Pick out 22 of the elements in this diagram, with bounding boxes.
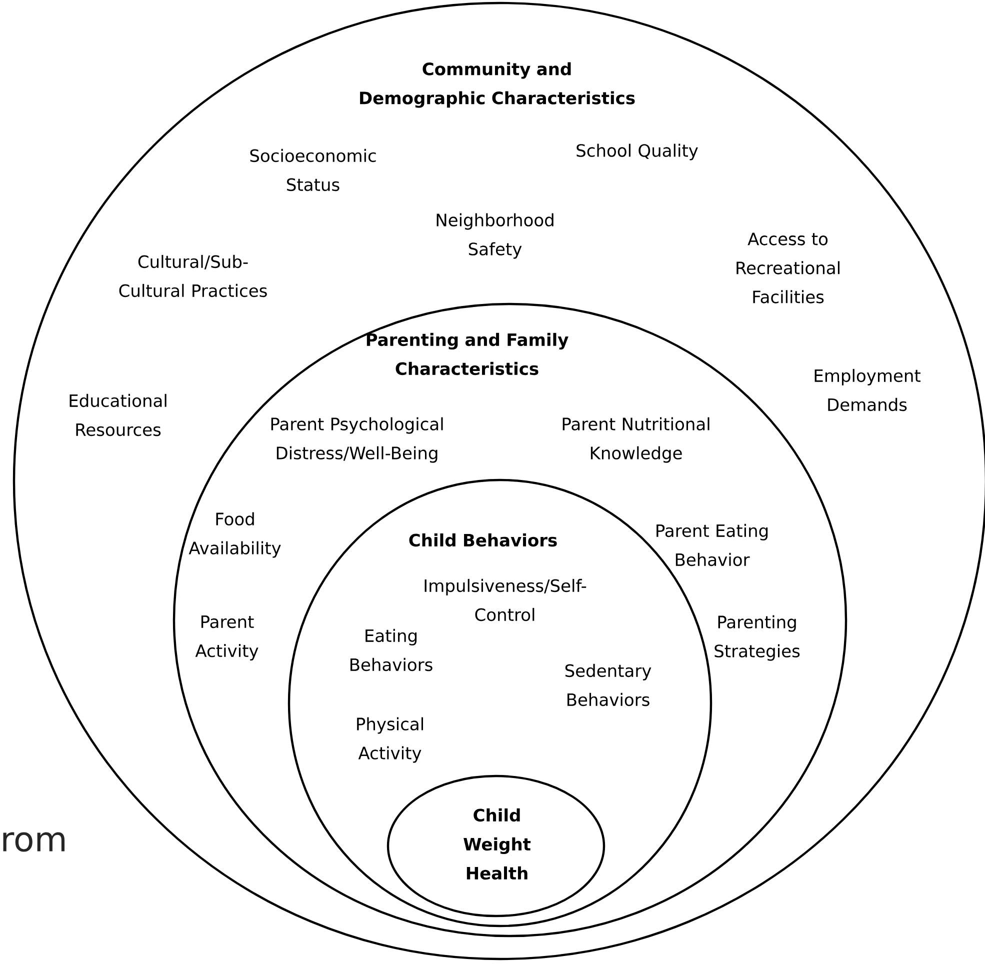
factor-label: Eating Behaviors — [350, 628, 432, 672]
cropped-text: rom — [3, 832, 64, 852]
factor-label: Parent Activity — [195, 616, 258, 660]
group-heading: Child Behaviors — [409, 533, 557, 547]
factor-label: Access to Recreational Facilities — [736, 232, 840, 304]
factor-label: Parent Psychological Distress/Well-Being — [271, 417, 443, 463]
factor-label: Food Availability — [188, 512, 281, 558]
factor-label: Parent Nutritional Knowledge — [562, 417, 710, 463]
factor-label: Employment Demands — [814, 368, 920, 412]
factor-label: Impulsiveness/Self-Control — [424, 578, 586, 622]
factor-label: Educational Resources — [70, 394, 166, 436]
factor-label: Cultural/Sub-Cultural Practices — [119, 254, 267, 298]
factor-label: Neighborhood Safety — [436, 213, 554, 259]
group-heading: Community and Demographic Characteristics — [360, 62, 635, 108]
group-heading: Parenting and Family Characteristics — [366, 332, 568, 376]
factor-label: School Quality — [576, 144, 698, 160]
factor-label: Physical Activity — [357, 717, 423, 763]
factor-label: Parenting Strategies — [714, 615, 800, 661]
factor-label: Parent Eating Behavior — [656, 524, 768, 566]
factor-label: Socioeconomic Status — [250, 148, 376, 192]
group-heading: Child Weight Health — [464, 808, 531, 880]
factor-label: Sedentary Behaviors — [565, 664, 652, 706]
